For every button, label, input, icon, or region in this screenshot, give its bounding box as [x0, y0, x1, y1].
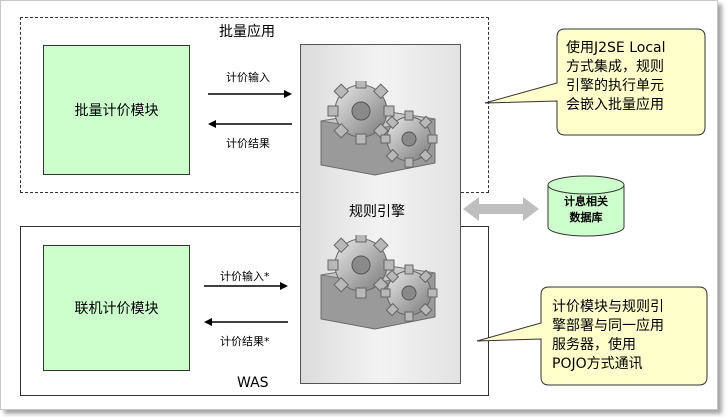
database-label: 计息相关 数据库 — [564, 195, 608, 224]
was-container — [20, 226, 489, 396]
batch-pricing-module: 批量计价模块 — [43, 45, 190, 175]
database-icon — [547, 175, 625, 237]
online-input-label: 计价输入* — [220, 270, 270, 283]
batch-result-label: 计价结果 — [226, 137, 270, 150]
batch-app-container — [20, 17, 489, 193]
online-pricing-module: 联机计价模块 — [43, 245, 190, 371]
batch-result-arrow — [208, 120, 292, 128]
online-input-arrow — [204, 282, 288, 290]
was-title: WAS — [237, 375, 269, 391]
diagram-canvas: 批量应用 WAS — [0, 0, 718, 410]
online-result-label: 计价结果* — [220, 335, 270, 348]
online-result-arrow — [204, 318, 288, 326]
callout-top-text: 使用J2SE Local 方式集成，规则 引擎的执行单元 会嵌入批量应用 — [566, 40, 666, 113]
batch-input-label: 计价输入 — [226, 71, 270, 84]
batch-app-title: 批量应用 — [219, 24, 275, 40]
rule-engine-label: 规则引擎 — [349, 204, 405, 220]
callout-top-bubble — [484, 28, 706, 136]
callout-bottom-bubble — [476, 286, 708, 386]
online-pricing-module-label: 联机计价模块 — [74, 301, 159, 317]
batch-pricing-module-label: 批量计价模块 — [74, 103, 159, 119]
gears-icon — [320, 235, 438, 330]
batch-input-arrow — [208, 90, 292, 98]
callout-bottom-text: 计价模块与规则引 擎部署与同一应用 服务器，使用 POJO方式通讯 — [552, 299, 664, 372]
double-arrow-icon — [463, 197, 539, 221]
gears-icon — [320, 81, 438, 176]
